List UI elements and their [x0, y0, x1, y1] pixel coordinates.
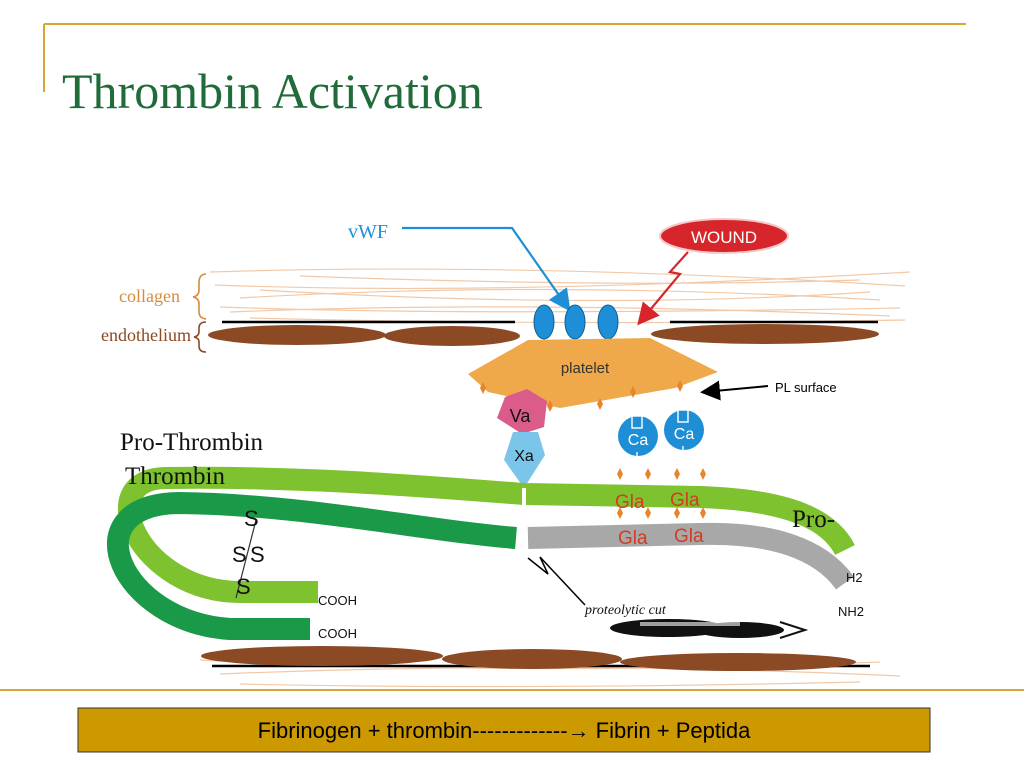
vwf-receptor: [564, 304, 586, 340]
equation-box: [77, 707, 931, 753]
slide-title: Thrombin Activation: [62, 63, 483, 119]
vwf-arrow: [402, 226, 571, 312]
disulfide-s: S: [236, 574, 251, 599]
endothelial-cell: [620, 653, 856, 671]
ca-ion: Ca: [664, 409, 704, 456]
va-label: Va: [510, 406, 532, 426]
collagen-label: collagen: [119, 286, 180, 306]
endothelial-cell: [651, 324, 879, 344]
wound-badge: [659, 218, 789, 254]
svg-text:Ca: Ca: [674, 426, 695, 443]
xa-label: Xa: [514, 448, 534, 465]
disulfide-s: S: [244, 506, 259, 531]
pl-surface-label: PL surface: [775, 380, 837, 395]
platelet-shape: [468, 338, 718, 408]
vwf-receptor: [597, 304, 619, 340]
gla-residue: Gla: [670, 490, 700, 511]
disulfide-s: S: [232, 542, 247, 567]
endothelial-cell: [208, 325, 386, 345]
nh2-terminus: H2: [846, 570, 863, 585]
ca-ion: Ca: [618, 415, 658, 462]
xa-factor: [504, 432, 545, 488]
pro-fragment-chain: [527, 522, 854, 590]
proteolytic-cut-label: proteolytic cut: [584, 603, 667, 618]
platelet-label: platelet: [561, 360, 610, 377]
black-blob: [610, 619, 809, 639]
thrombin-label: Thrombin: [125, 463, 225, 490]
prothrombin-chain: [117, 466, 855, 603]
pl-surface-arrow: [700, 380, 769, 401]
endothelial-cell: [201, 646, 443, 666]
gla-residue: Gla: [674, 526, 704, 547]
wound-label: WOUND: [691, 228, 757, 247]
thrombin-chain: [107, 492, 517, 640]
vwf-label: vWF: [348, 221, 388, 243]
endothelial-cell: [384, 326, 520, 346]
nh2-terminus: NH2: [838, 604, 864, 619]
disulfide-s: S: [250, 542, 265, 567]
cooh-terminus: COOH: [318, 626, 357, 641]
disulfide-bond-line: [235, 519, 257, 599]
endothelium-label: endothelium: [101, 325, 191, 345]
proteolytic-cut-arrow: [527, 556, 586, 606]
wound-arrow: [637, 251, 689, 326]
va-factor: [497, 389, 547, 434]
vwf-receptor: [533, 304, 555, 340]
collagen-brace: [192, 273, 207, 320]
svg-text:Ca: Ca: [628, 432, 649, 449]
gla-residue: Gla: [615, 492, 645, 513]
equation-text: Fibrinogen + thrombin-------------→ Fibr…: [258, 718, 751, 743]
endothelial-cell: [442, 649, 622, 669]
membrane-diamonds: [480, 380, 706, 519]
endothelium-brace: [193, 321, 207, 353]
cooh-terminus: COOH: [318, 593, 357, 608]
prothrombin-label: Pro-Thrombin: [120, 429, 264, 456]
pro-label: Pro-: [792, 506, 835, 533]
gla-residue: Gla: [618, 528, 648, 549]
